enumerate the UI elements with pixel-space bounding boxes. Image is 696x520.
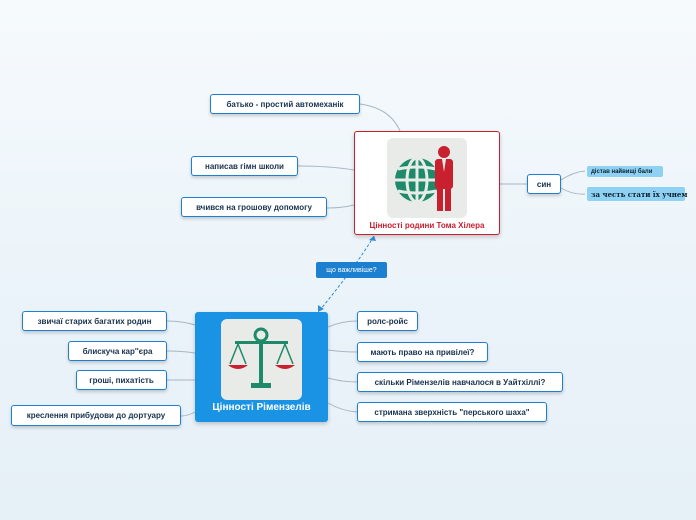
topic-son[interactable]: син <box>527 174 561 194</box>
topic-red-left[interactable]: вчився на грошову допомогу <box>181 197 327 217</box>
topic-blue-left[interactable]: гроші, пихатість <box>76 370 167 390</box>
topic-blue-right[interactable]: мають право на привілеї? <box>357 342 488 362</box>
central-topic-rimenzels[interactable]: Цінності Рімензелів <box>195 312 328 422</box>
central-topic-tom-hiler[interactable]: Цінності родини Тома Хілера <box>354 131 500 235</box>
topic-blue-right[interactable]: скільки Рімензелів навчалося в Уайтхіллі… <box>357 372 563 392</box>
globe-businessman-icon <box>387 138 467 218</box>
topic-blue-right[interactable]: стримана зверхність "перського шаха" <box>357 402 547 422</box>
subtopic-son[interactable]: за честь стати їх учнем <box>587 187 687 201</box>
scales-icon <box>221 319 302 400</box>
topic-red-left[interactable]: написав гімн школи <box>191 156 298 176</box>
topic-blue-left[interactable]: креслення прибудови до дортуару <box>11 405 181 426</box>
topic-red-left[interactable]: батько - простий автомеханік <box>210 94 360 114</box>
topic-blue-left[interactable]: блискуча кар''єра <box>68 341 167 361</box>
relationship-label[interactable]: що важливіше? <box>316 262 387 278</box>
subtopic-son[interactable]: дістав найвищі бали <box>587 166 663 177</box>
topic-blue-right[interactable]: ролс-ройс <box>357 311 418 331</box>
topic-blue-left[interactable]: звичаї старих багатих родин <box>22 311 167 331</box>
central-topic-title: Цінності родини Тома Хілера <box>369 221 485 230</box>
central-topic-title: Цінності Рімензелів <box>212 402 311 413</box>
